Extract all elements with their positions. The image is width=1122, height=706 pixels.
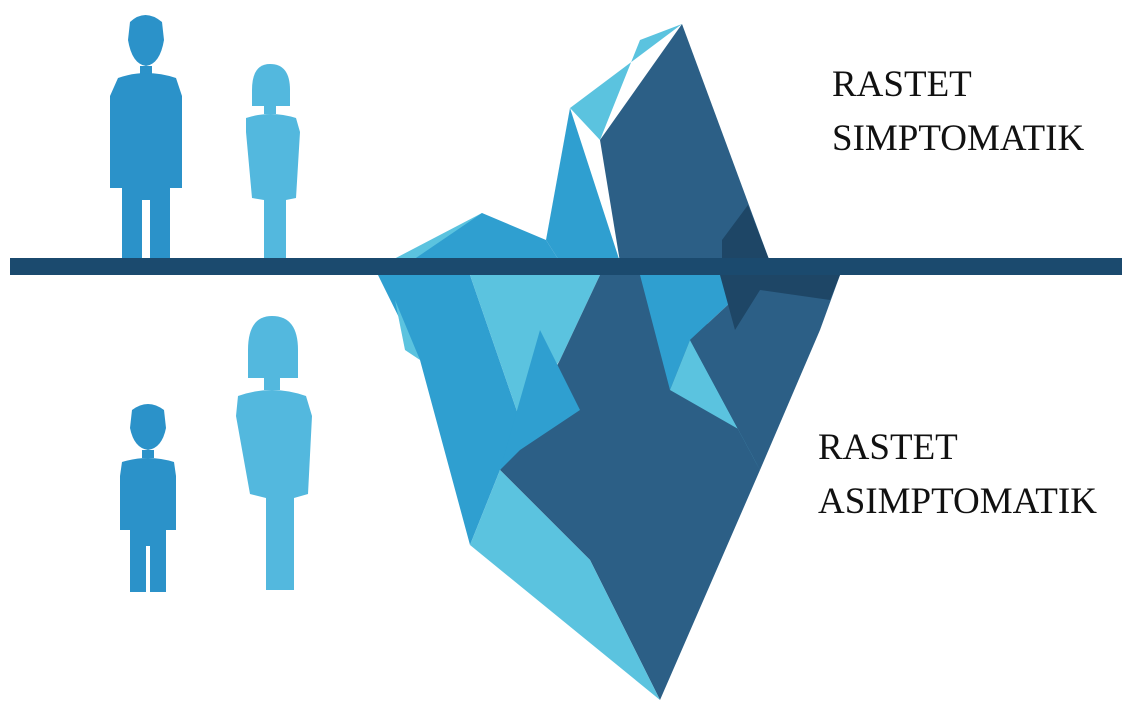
woman-icon	[246, 64, 300, 258]
symptomatic-label: RASTET SIMPTOMATIK	[832, 58, 1084, 166]
iceberg-tip-mid	[546, 108, 620, 262]
asymptomatic-label: RASTET ASIMPTOMATIK	[818, 421, 1097, 529]
iceberg-base-light-left	[395, 300, 420, 360]
asymptomatic-label-line1: RASTET	[818, 427, 958, 468]
symptomatic-label-line1: RASTET	[832, 64, 972, 105]
iceberg-icon	[378, 24, 840, 700]
iceberg-tip-mid-left	[410, 213, 560, 262]
iceberg-tip-darkest	[722, 205, 770, 262]
iceberg-base-light-right	[670, 340, 760, 470]
woman-icon-below	[236, 316, 312, 590]
iceberg-base-darkest-right	[720, 275, 840, 330]
iceberg-tip-dark	[600, 24, 770, 262]
man-icon	[110, 15, 182, 258]
waterline	[10, 258, 1122, 275]
iceberg-tip-light	[570, 24, 682, 140]
iceberg-base-mid-right	[640, 275, 760, 390]
symptomatic-label-line2: SIMPTOMATIK	[832, 118, 1085, 159]
iceberg-base-mid-center	[500, 330, 580, 470]
iceberg-base-mid-left	[378, 275, 520, 545]
boy-icon	[120, 404, 176, 592]
asymptomatic-label-line2: ASIMPTOMATIK	[818, 481, 1097, 522]
iceberg-base-dark-right	[690, 275, 840, 470]
iceberg-base-light-lower	[470, 470, 660, 700]
